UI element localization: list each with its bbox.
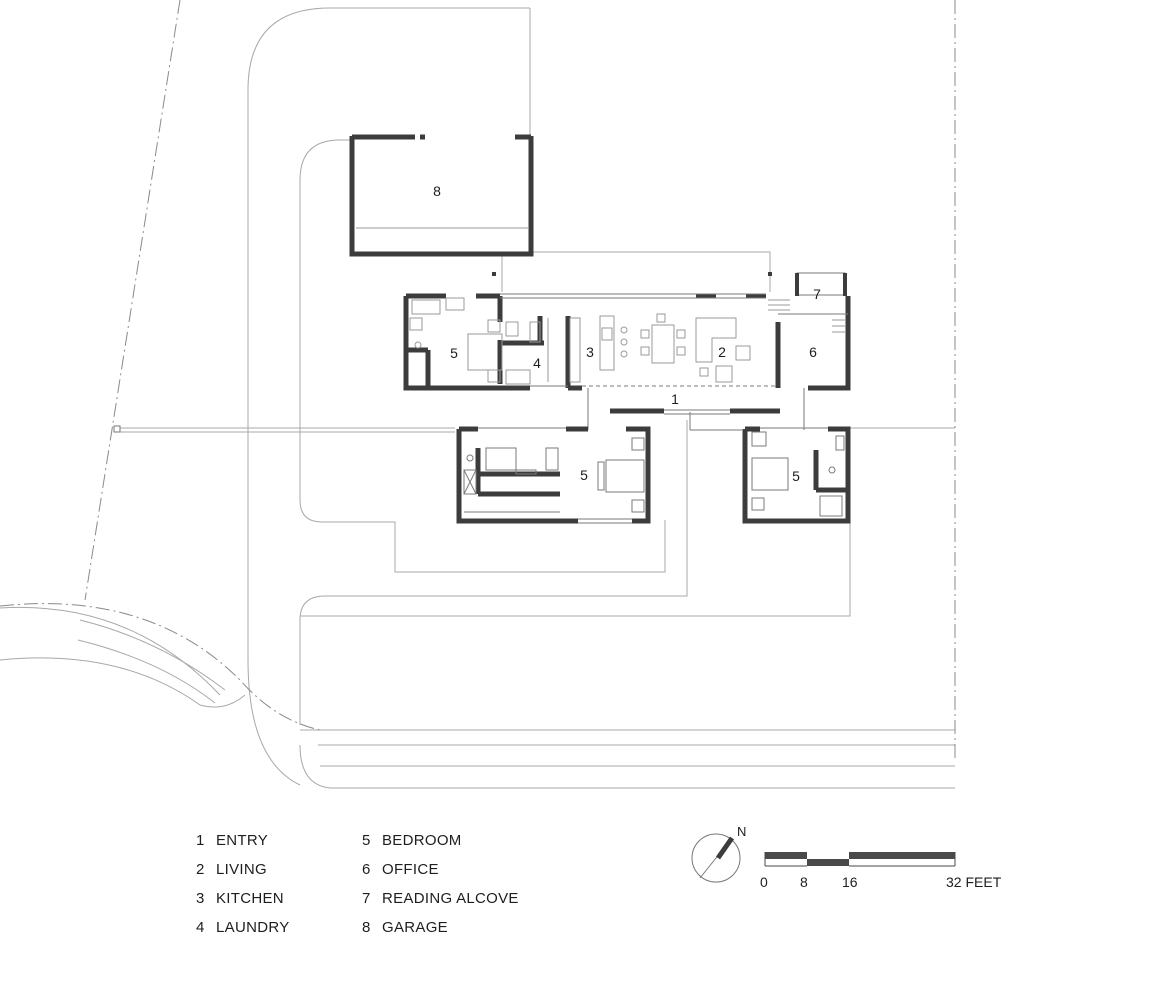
- room-number-laundry: 4: [533, 355, 541, 371]
- room-number-living: 2: [718, 344, 726, 360]
- main-wing: [403, 293, 851, 391]
- north-arrow-icon: [715, 836, 735, 860]
- room-number-bedroom-b: 5: [792, 468, 800, 484]
- legend-item: 6 OFFICE: [362, 855, 519, 884]
- room-number-entry: 1: [671, 391, 679, 407]
- legend-num: 3: [196, 890, 205, 907]
- legend-label: ENTRY: [216, 832, 269, 849]
- legend-num: 2: [196, 861, 205, 878]
- legend-num: 5: [362, 832, 371, 849]
- site-lines: [0, 7, 955, 789]
- legend-label: KITCHEN: [216, 890, 284, 907]
- legend-item: 8 GARAGE: [362, 913, 519, 942]
- legend-num: 8: [362, 919, 371, 936]
- legend-column-1: 1 ENTRY 2 LIVING 3 KITCHEN 4 LAUNDRY: [196, 826, 290, 942]
- scale-label-0: 0: [760, 874, 768, 890]
- legend-item: 4 LAUNDRY: [196, 913, 290, 942]
- property-lines: [0, 0, 956, 760]
- garage: [349, 134, 772, 276]
- north-arrow: N: [691, 824, 746, 883]
- legend-label: GARAGE: [382, 919, 448, 936]
- legend-item: 2 LIVING: [196, 855, 290, 884]
- room-number-office: 6: [809, 344, 817, 360]
- legend-num: 1: [196, 832, 205, 849]
- room-number-kitchen: 3: [586, 344, 594, 360]
- room-number-bedroom-main: 5: [450, 345, 458, 361]
- reading-alcove: [768, 272, 848, 333]
- legend-item: 1 ENTRY: [196, 826, 290, 855]
- scale-label-8: 8: [800, 874, 808, 890]
- legend-item: 3 KITCHEN: [196, 884, 290, 913]
- legend-num: 6: [362, 861, 371, 878]
- scale-label-16: 16: [842, 874, 858, 890]
- bedroom-wing-b: [742, 426, 851, 524]
- utility-box: [113, 425, 121, 433]
- legend-num: 4: [196, 919, 205, 936]
- scale-bar: [764, 852, 956, 867]
- north-label: N: [737, 824, 746, 839]
- legend-num: 7: [362, 890, 371, 907]
- room-number-bedroom-a: 5: [580, 467, 588, 483]
- legend-label: OFFICE: [382, 861, 439, 878]
- scale-label-32: 32 FEET: [946, 874, 1002, 890]
- main-wing-furniture: [409, 297, 751, 385]
- bedroom-wing-a: [456, 426, 651, 524]
- legend-item: 7 READING ALCOVE: [362, 884, 519, 913]
- room-number-reading-alcove: 7: [813, 286, 821, 302]
- room-number-garage: 8: [433, 183, 441, 199]
- entry: [587, 388, 805, 431]
- legend-label: READING ALCOVE: [382, 890, 519, 907]
- legend-label: BEDROOM: [382, 832, 462, 849]
- legend-label: LIVING: [216, 861, 267, 878]
- legend-column-2: 5 BEDROOM 6 OFFICE 7 READING ALCOVE 8 GARAGE: [362, 826, 519, 942]
- legend-label: LAUNDRY: [216, 919, 290, 936]
- legend-item: 5 BEDROOM: [362, 826, 519, 855]
